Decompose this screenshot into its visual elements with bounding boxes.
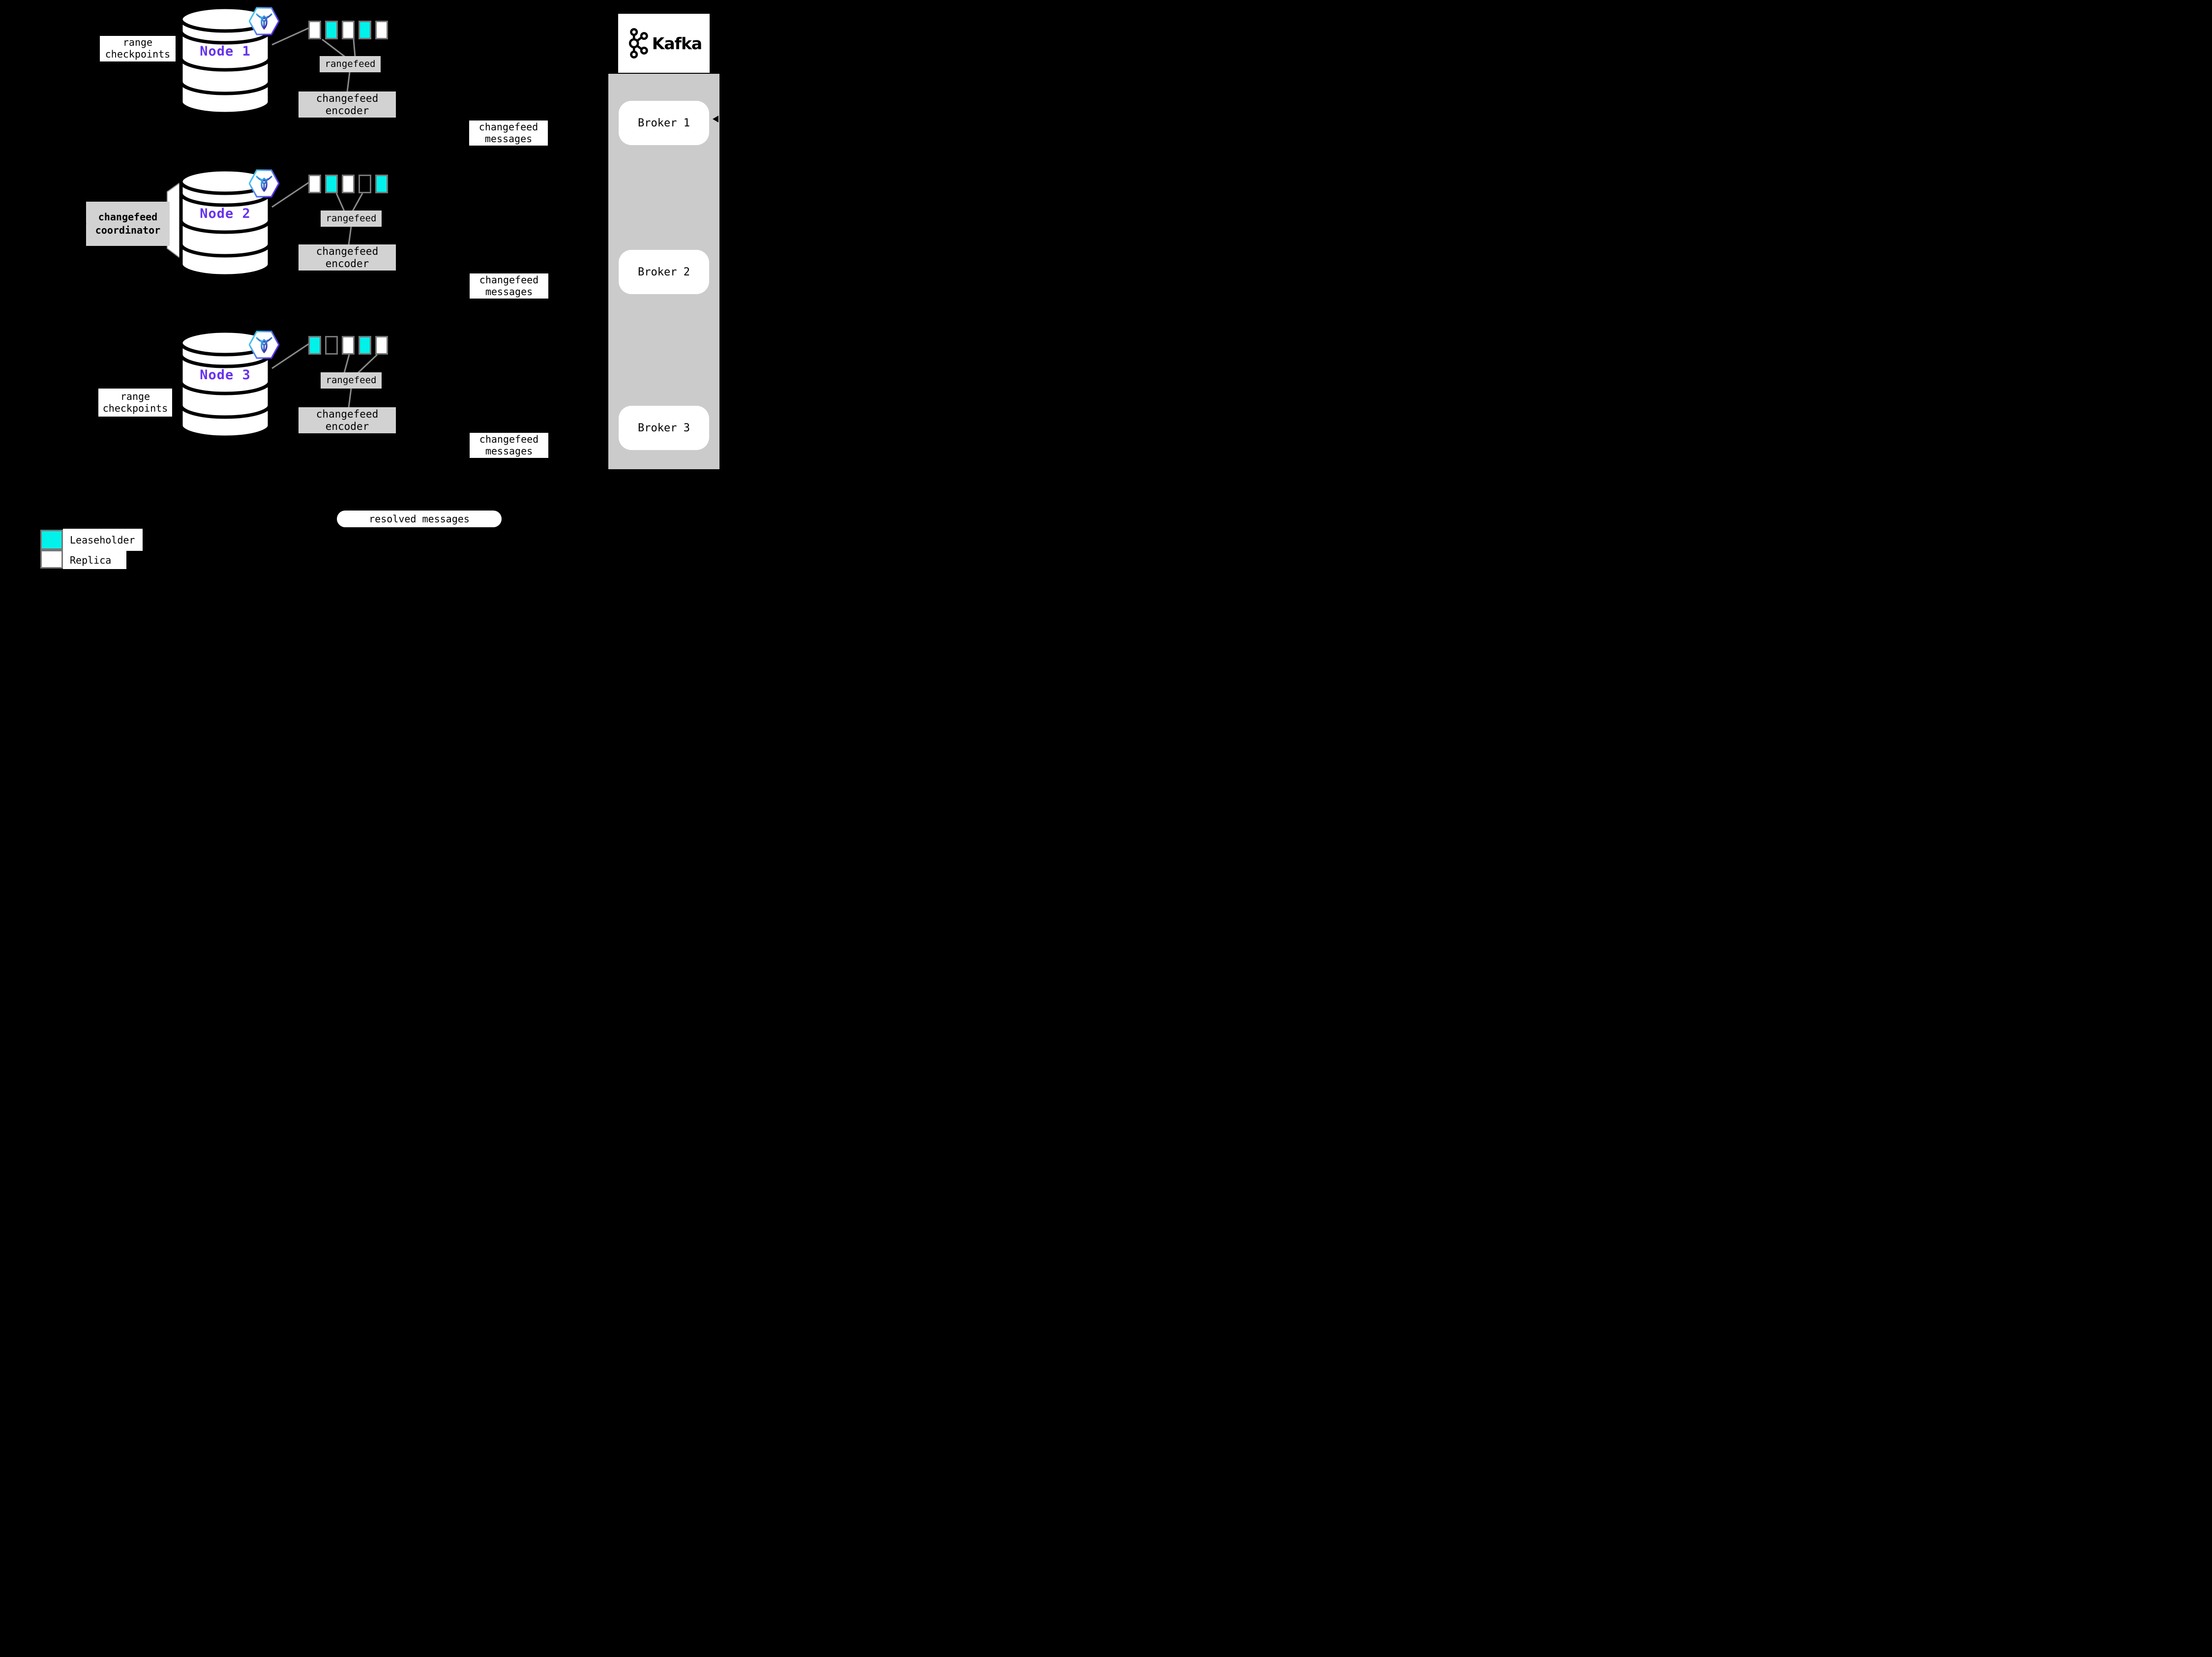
range-replica [342,21,355,39]
range-checkpoints-line1: range [122,36,153,49]
encoder-line2: encoder [325,104,369,117]
range-empty [325,336,338,355]
legend-replica-swatch [40,550,63,569]
broker-2: Broker 2 [619,250,709,294]
range-replica [342,175,355,193]
legend-leaseholder-label: Leaseholder [63,529,143,551]
cockroachdb-icon [249,7,279,35]
range-checkpoints-label-2: range checkpoints [98,389,172,417]
range-replica [375,336,388,355]
node-3-name: Node 3 [200,367,251,383]
node-2-name: Node 2 [200,206,251,221]
messages-line2: messages [485,445,533,457]
encoder-line1: changefeed [316,245,379,257]
changefeed-messages-label-3: changefeed messages [470,433,548,458]
node-1-name: Node 1 [200,44,251,59]
legend-replica-label: Replica [63,551,126,569]
changefeed-architecture-diagram: range checkpoints changefeed coordinator… [0,0,771,577]
encoder-line1: changefeed [316,92,379,104]
cockroachdb-icon [249,169,279,198]
messages-line1: changefeed [479,273,539,286]
node-3-cylinder [179,329,271,439]
range-replica [308,21,321,39]
changefeed-encoder-label-3: changefeed encoder [299,407,396,433]
changefeed-messages-label-2: changefeed messages [470,273,548,299]
coordinator-line1: changefeed [98,211,158,223]
changefeed-encoder-label-2: changefeed encoder [299,244,396,271]
range-leaseholder [375,175,388,193]
encoder-line1: changefeed [316,408,379,420]
node-3-ranges [308,336,388,355]
rangefeed-label-1: rangefeed [320,56,381,72]
range-replica [375,21,388,39]
broker-3: Broker 3 [619,406,709,450]
range-replica [308,175,321,193]
kafka-brand-text: Kafka [652,33,702,53]
encoder-line2: encoder [325,257,369,270]
kafka-logo-box: Kafka [618,14,710,73]
range-leaseholder [359,336,371,355]
range-leaseholder [325,175,338,193]
range-empty [359,175,371,193]
range-replica [342,336,355,355]
messages-line2: messages [484,132,533,145]
messages-line1: changefeed [479,433,539,445]
node-2-ranges [308,175,388,193]
cockroachdb-icon [249,331,279,359]
broker-1: Broker 1 [619,101,709,145]
range-checkpoints-line2: checkpoints [102,402,168,414]
node-1-cylinder [179,5,271,116]
changefeed-messages-label-1: changefeed messages [469,121,548,146]
messages-line2: messages [485,285,533,298]
resolved-messages-pill: resolved messages [337,511,502,527]
range-checkpoints-line2: checkpoints [105,48,171,60]
range-checkpoints-label-1: range checkpoints [100,36,176,61]
kafka-logo-icon [628,28,648,59]
range-leaseholder [359,21,371,39]
node-1-ranges [308,21,388,39]
range-leaseholder [308,336,321,355]
rangefeed-label-3: rangefeed [321,372,382,389]
range-leaseholder [325,21,338,39]
encoder-line2: encoder [325,420,369,432]
coordinator-line2: coordinator [95,224,161,236]
rangefeed-label-2: rangefeed [321,211,382,227]
messages-line1: changefeed [478,121,538,133]
range-checkpoints-line1: range [120,390,150,402]
changefeed-encoder-label-1: changefeed encoder [299,91,396,118]
changefeed-coordinator-label: changefeed coordinator [86,202,170,246]
legend-leaseholder-swatch [40,530,63,550]
